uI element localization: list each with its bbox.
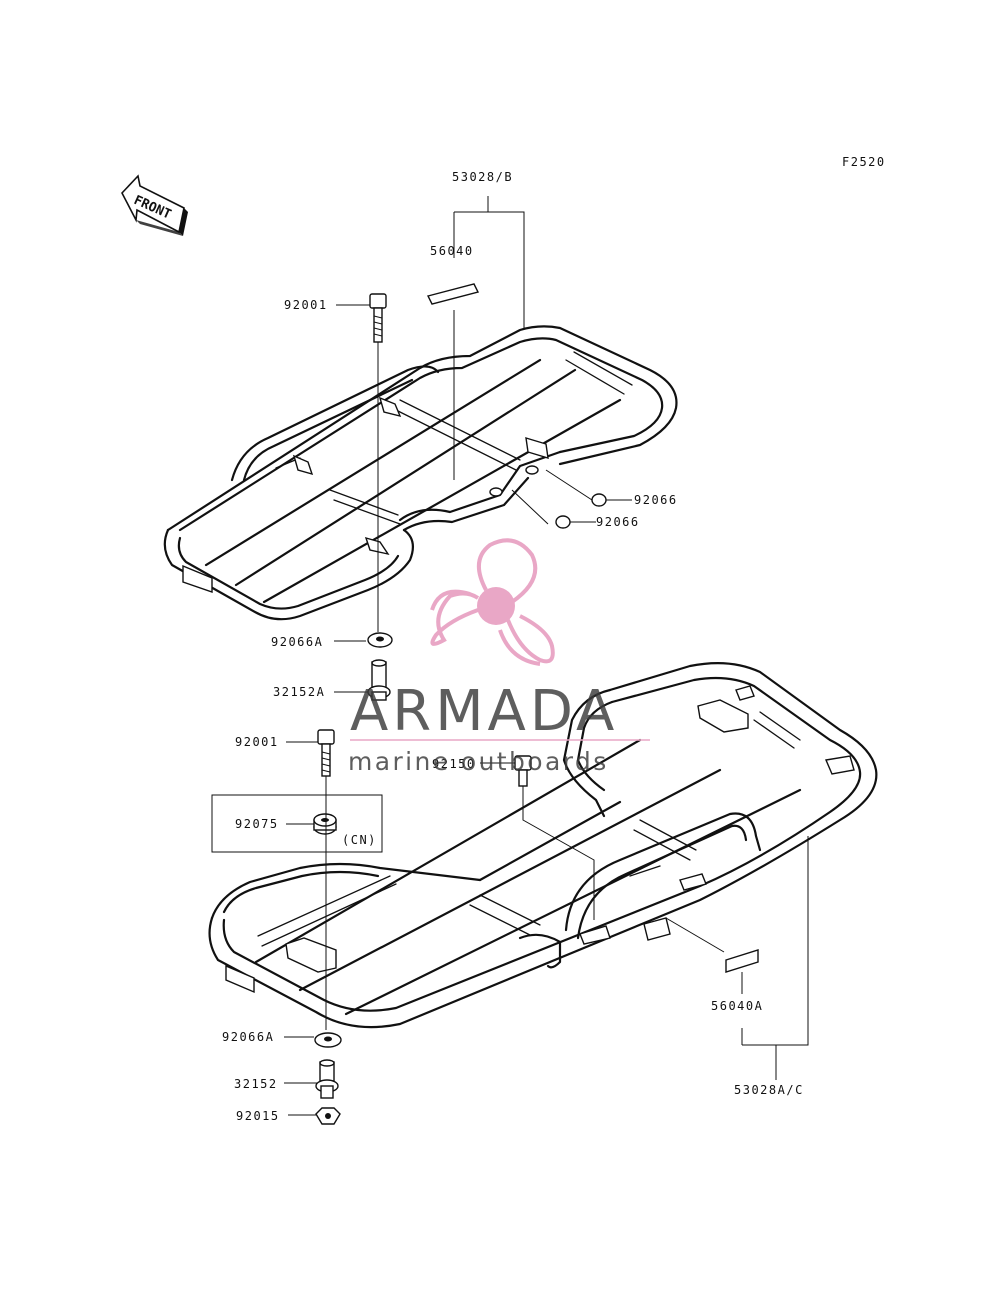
label-56040a: 56040A — [711, 999, 763, 1013]
label-53028ac: 53028A/C — [734, 1083, 804, 1097]
leaders-upper — [334, 196, 632, 693]
label-92001-upper: 92001 — [284, 298, 328, 312]
bolt-92150 — [514, 755, 532, 787]
label-92066a-upper: 92066A — [271, 635, 323, 649]
label-92001-lower: 92001 — [235, 735, 279, 749]
collar-32152a — [367, 659, 391, 701]
collar-92066-b — [555, 515, 571, 529]
watermark-brand: ARMADA — [350, 679, 618, 744]
nut-92015 — [315, 1107, 341, 1125]
label-92150: 92150 — [432, 757, 476, 771]
washer-92066a-lower — [314, 1032, 342, 1048]
leaders-lower — [211, 741, 809, 1116]
propeller-hub-icon — [477, 587, 515, 625]
collar-32152 — [315, 1059, 339, 1099]
bolt-92001-lower — [317, 729, 335, 777]
collar-92066-a — [591, 493, 607, 507]
label-56040-decal — [426, 283, 480, 305]
label-92066-a: 92066 — [634, 493, 678, 507]
label-92066-b: 92066 — [596, 515, 640, 529]
label-53028b: 53028/B — [452, 170, 513, 184]
label-56040a-decal — [725, 949, 759, 973]
front-arrow-icon: FRONT — [121, 174, 188, 236]
watermark-tagline: marine outboards — [348, 747, 609, 776]
figure-code: F2520 — [842, 155, 886, 169]
label-cn-note: (CN) — [342, 833, 377, 847]
rear-carrier-rack — [208, 662, 878, 1029]
collar-92075 — [313, 813, 337, 835]
front-carrier-rack — [163, 325, 678, 621]
bolt-92001-upper — [369, 293, 387, 343]
armada-watermark: ARMADA marine outboards — [348, 538, 650, 776]
label-32152: 32152 — [234, 1077, 278, 1091]
washer-92066a-upper — [367, 632, 393, 648]
label-92015: 92015 — [236, 1109, 280, 1123]
label-92066a-lower: 92066A — [222, 1030, 274, 1044]
label-32152a: 32152A — [273, 685, 325, 699]
label-56040: 56040 — [430, 244, 474, 258]
propeller-logo-icon — [430, 538, 555, 666]
label-92075: 92075 — [235, 817, 279, 831]
